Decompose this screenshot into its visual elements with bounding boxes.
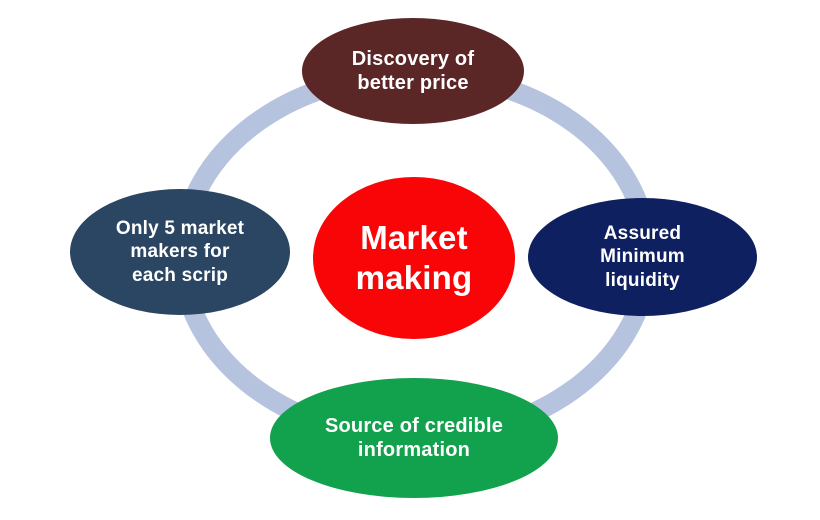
node-label-information: Source of credible information [324, 414, 504, 461]
node-market-making-center: Market making [313, 177, 515, 339]
node-label-liquidity: Assured Minimum liquidity [600, 223, 685, 291]
node-discovery-of-better-price: Discovery of better price [302, 18, 524, 124]
node-only-5-market-makers: Only 5 market makers for each scrip [70, 189, 290, 315]
node-assured-minimum-liquidity: Assured Minimum liquidity [528, 198, 757, 316]
node-label-discovery: Discovery of better price [351, 47, 475, 94]
node-source-of-credible-information: Source of credible information [270, 378, 558, 498]
node-label-market-making: Market making [355, 219, 473, 296]
node-label-market-makers: Only 5 market makers for each scrip [115, 218, 245, 286]
